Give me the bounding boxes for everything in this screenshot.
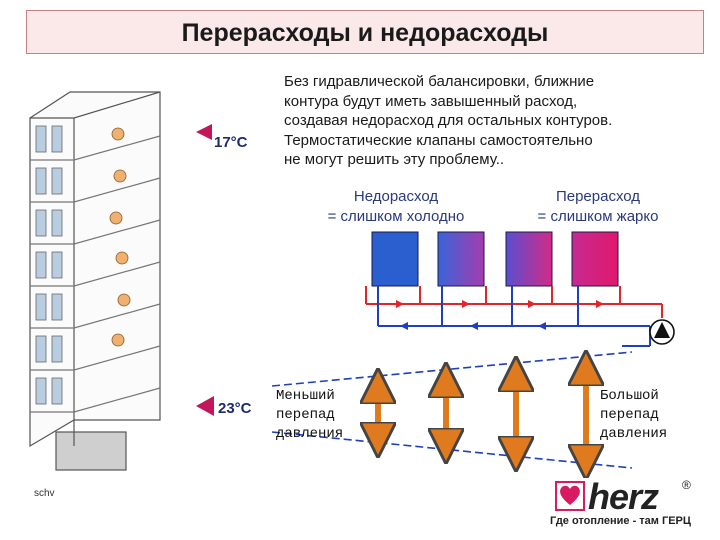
building-illustration [29, 91, 161, 471]
brand-name: herz [588, 476, 659, 517]
temperature-marker-bottom [196, 396, 214, 416]
radiator-3 [505, 231, 553, 287]
registered-mark: ® [682, 478, 691, 492]
temperature-top-label: 17°C [214, 134, 248, 151]
overflow-label: Перерасход = слишком жарко [537, 188, 659, 225]
brand-slogan: Где отопление - там ГЕРЦ [550, 515, 691, 527]
supply-pipe [365, 286, 663, 318]
radiator-4 [571, 231, 619, 287]
title-banner: Перерасходы и недорасходы [26, 10, 704, 54]
herz-logo [552, 478, 702, 514]
temperature-marker-top [196, 124, 212, 140]
page-title: Перерасходы и недорасходы [181, 19, 549, 47]
pressure-line-upper [271, 351, 633, 387]
radiator-1 [371, 231, 419, 287]
radiator-2 [437, 231, 485, 287]
temperature-bottom-label: 23°C [218, 400, 252, 417]
footer-note: schv [34, 488, 55, 499]
circulation-pump-icon [649, 319, 675, 345]
large-pressure-drop-label: Большой перепад давления [600, 388, 668, 442]
return-pipe [377, 286, 651, 347]
small-pressure-drop-label: Меньший перепад давления [276, 388, 344, 442]
underflow-label: Недорасход = слишком холодно [327, 188, 465, 225]
description-text: Без гидравлической балансировки, ближние… [284, 73, 613, 168]
heart-icon [560, 485, 580, 505]
